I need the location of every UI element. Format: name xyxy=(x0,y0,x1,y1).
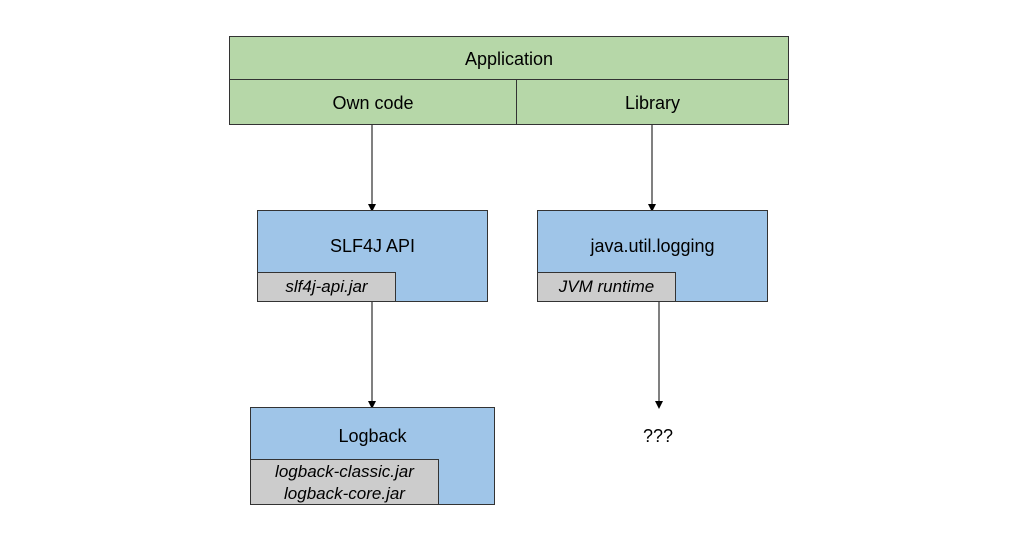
logback-jars: logback-classic.jar logback-core.jar xyxy=(250,459,439,505)
library-label: Library xyxy=(624,93,681,113)
application-title: Application xyxy=(464,49,554,69)
jvm-runtime-jar: JVM runtime xyxy=(537,272,676,302)
unknown-backend-label: ??? xyxy=(643,426,674,446)
library-box: Library xyxy=(516,79,789,125)
own-code-label: Own code xyxy=(332,93,414,113)
jul-title: java.util.logging xyxy=(590,236,715,256)
logback-core-jar: logback-core.jar xyxy=(284,484,405,503)
application-box: Application xyxy=(229,36,789,80)
logback-title: Logback xyxy=(338,426,407,446)
slf4j-api-jar: slf4j-api.jar xyxy=(257,272,396,302)
slf4j-api-title: SLF4J API xyxy=(329,236,416,256)
logback-classic-jar: logback-classic.jar xyxy=(275,462,414,481)
own-code-box: Own code xyxy=(229,79,517,125)
